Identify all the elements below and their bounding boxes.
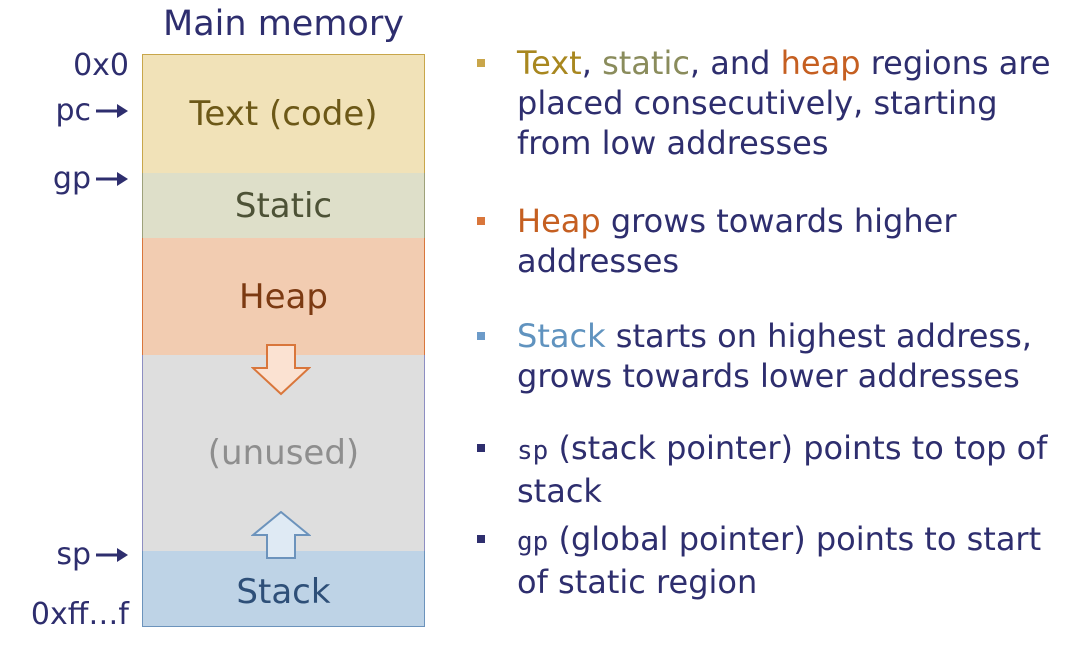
heap-region: Heap	[142, 238, 425, 356]
static-region: Static	[142, 173, 425, 239]
sp-pointer: sp	[56, 537, 129, 572]
bullet-item: Heap grows towards higher addresses	[477, 201, 1077, 281]
static-region-label: Static	[234, 185, 333, 226]
right-arrow-icon	[95, 171, 129, 187]
right-arrow-icon	[95, 103, 129, 119]
bullet-item: sp (stack pointer) points to top of stac…	[477, 428, 1077, 511]
sp-code: sp	[517, 436, 549, 466]
bullet-text: Stack starts on highest address, grows t…	[517, 316, 1077, 396]
heap-growth-down-arrow-icon	[250, 344, 312, 400]
heap-keyword: Heap	[517, 202, 601, 240]
unused-region-label: (unused)	[207, 433, 360, 473]
bullet-sep: , and	[689, 44, 781, 82]
bullet-text: Heap grows towards higher addresses	[517, 201, 1077, 281]
stack-region-label: Stack	[236, 571, 331, 612]
bullet-sep: ,	[581, 44, 603, 82]
text-region: Text (code)	[142, 54, 425, 174]
bullet-marker-icon	[477, 59, 485, 67]
bullet-item: Text, static, and heap regions are place…	[477, 43, 1077, 163]
address-low-label: 0x0	[73, 48, 129, 83]
bullet-text: Text, static, and heap regions are place…	[517, 43, 1077, 163]
address-high-label: 0xff…f	[30, 597, 129, 632]
bullet-rest: grows towards higher addresses	[517, 202, 957, 280]
stack-region: Stack	[142, 551, 425, 627]
bullet-rest: (global pointer) points to start of stat…	[517, 520, 1042, 601]
stack-growth-up-arrow-icon	[250, 510, 312, 563]
bullet-marker-icon	[477, 332, 485, 340]
text-region-label: Text (code)	[189, 94, 378, 134]
text-keyword: Text	[517, 44, 582, 82]
bullet-rest: regions are placed consecutively, starti…	[517, 44, 1051, 162]
stack-keyword: Stack	[517, 317, 606, 355]
memory-title: Main memory	[163, 4, 404, 44]
heap-region-label: Heap	[239, 276, 328, 317]
bullet-marker-icon	[477, 535, 485, 543]
gp-code: gp	[517, 527, 549, 557]
bullet-marker-icon	[477, 444, 485, 452]
bullet-rest: (stack pointer) points to top of stack	[517, 429, 1048, 510]
gp-pointer: gp	[53, 161, 129, 196]
pc-label: pc	[55, 93, 91, 128]
gp-label: gp	[52, 161, 91, 196]
sp-label: sp	[56, 537, 91, 572]
static-keyword: static	[602, 44, 690, 82]
bullet-marker-icon	[477, 217, 485, 225]
bullet-item: gp (global pointer) points to start of s…	[477, 519, 1077, 602]
right-arrow-icon	[95, 547, 129, 563]
pc-pointer: pc	[55, 93, 129, 128]
bullet-text: sp (stack pointer) points to top of stac…	[517, 428, 1077, 511]
bullet-rest: starts on highest address, grows towards…	[517, 317, 1032, 395]
bullet-text: gp (global pointer) points to start of s…	[517, 519, 1077, 602]
bullet-item: Stack starts on highest address, grows t…	[477, 316, 1077, 396]
heap-keyword: heap	[780, 44, 861, 82]
